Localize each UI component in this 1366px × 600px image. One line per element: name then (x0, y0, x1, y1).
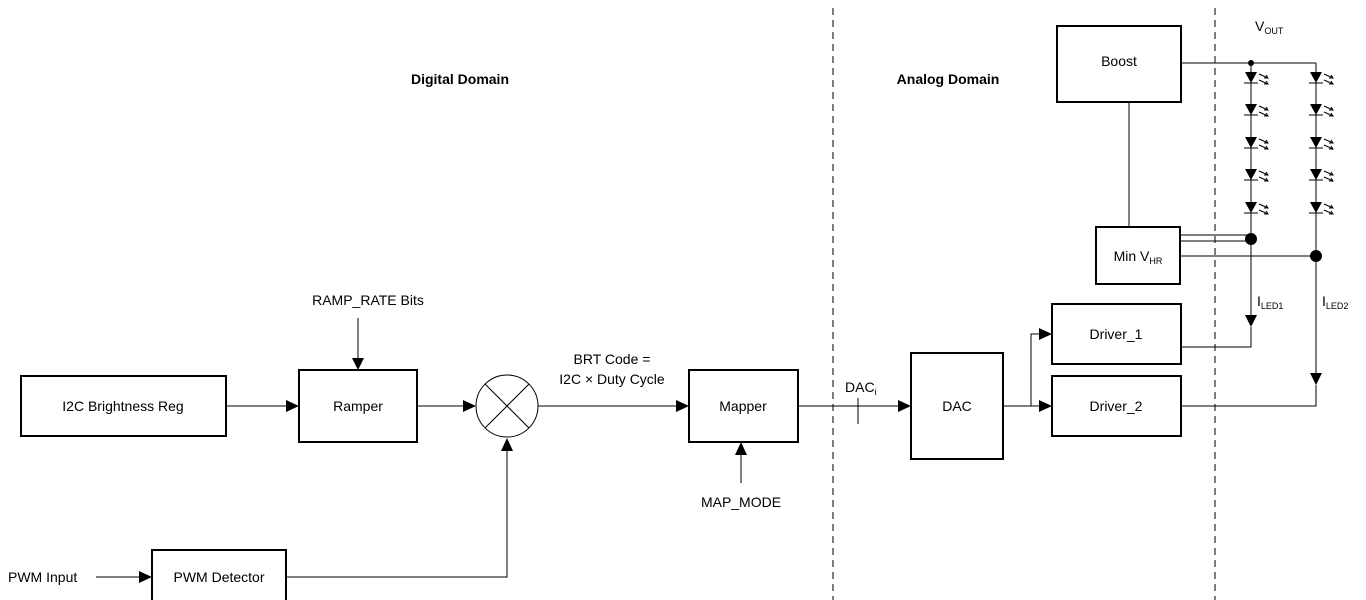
led-icon (1309, 72, 1334, 85)
analog-domain-label: Analog Domain (897, 71, 1000, 87)
led-string-1 (1244, 63, 1269, 239)
driver2-block: Driver_2 (1051, 375, 1182, 437)
pwm-detector-label: PWM Detector (173, 569, 264, 585)
string1-to-driver1-line (1181, 327, 1252, 348)
min-vhr-label: Min VHR (1114, 248, 1163, 266)
dac-block: DAC (910, 352, 1004, 460)
pwm-to-multiplier-arrow (501, 438, 513, 451)
led-icon (1244, 104, 1269, 117)
boost-block: Boost (1056, 25, 1182, 103)
dac-to-driver1-arrow (1039, 328, 1052, 340)
led-icon (1309, 202, 1334, 215)
ramp-rate-arrow (352, 358, 364, 370)
brt-code-label: BRT Code = (574, 351, 651, 367)
pwm-detector-block: PWM Detector (151, 549, 287, 600)
multiplier-to-mapper-arrow (676, 400, 689, 412)
led-icon (1244, 169, 1269, 182)
led-icon (1244, 72, 1269, 85)
led-icon (1244, 202, 1269, 215)
min-vhr-block: Min VHR (1095, 226, 1181, 285)
digital-domain-label: Digital Domain (411, 71, 509, 87)
string2-to-driver2-line (1181, 385, 1317, 407)
multiplier-icon (475, 374, 539, 438)
led-icon (1309, 169, 1334, 182)
driver1-label: Driver_1 (1090, 326, 1143, 342)
pwm-to-multiplier-line (286, 450, 508, 578)
driver2-label: Driver_2 (1090, 398, 1143, 414)
dac-input-label: DACi (845, 379, 877, 397)
dac-label: DAC (942, 398, 972, 414)
i2c-brightness-reg-block: I2C Brightness Reg (20, 375, 227, 437)
dac-to-driver2-arrow (1039, 400, 1052, 412)
led-string-2 (1309, 63, 1334, 256)
iled2-arrow (1310, 373, 1322, 385)
i2c-to-ramper-arrow (286, 400, 299, 412)
boost-label: Boost (1101, 53, 1137, 69)
ramper-to-multiplier-arrow (463, 400, 476, 412)
mapper-to-dac-arrow (898, 400, 911, 412)
mapper-block: Mapper (688, 369, 799, 443)
ramper-label: Ramper (333, 398, 383, 414)
iled1-arrow (1245, 315, 1257, 327)
iled1-label: ILED1 (1257, 293, 1283, 311)
map-mode-label: MAP_MODE (701, 494, 781, 510)
pwm-input-label: PWM Input (8, 569, 77, 585)
led-icon (1309, 104, 1334, 117)
map-mode-arrow (735, 442, 747, 455)
brt-code-formula-label: I2C × Duty Cycle (559, 371, 665, 387)
iled2-label: ILED2 (1322, 293, 1348, 311)
ramper-block: Ramper (298, 369, 418, 443)
pwm-input-arrow (139, 571, 152, 583)
ramp-rate-label: RAMP_RATE Bits (312, 292, 424, 308)
led-icon (1244, 137, 1269, 150)
driver1-block: Driver_1 (1051, 303, 1182, 365)
led-icon (1309, 137, 1334, 150)
vout-label: VOUT (1255, 18, 1284, 36)
i2c-brightness-reg-label: I2C Brightness Reg (62, 398, 183, 414)
dac-to-driver1-line (1030, 333, 1040, 406)
mapper-label: Mapper (719, 398, 767, 414)
